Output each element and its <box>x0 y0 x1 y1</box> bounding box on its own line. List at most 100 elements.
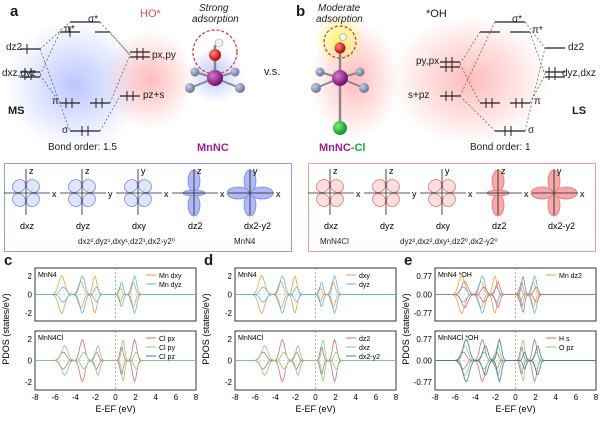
subplot-title: MnN4 *OH <box>438 272 472 279</box>
legend-label: Cl px <box>159 336 175 343</box>
orbital-label: dxz <box>20 221 35 231</box>
y-axis-label: PDOS (states/eV) <box>201 293 211 365</box>
axis-label: y <box>557 166 562 176</box>
y-tick-label: 0 <box>228 357 233 366</box>
x-tick-label: 4 <box>554 393 559 402</box>
molecule-mnnc: MnNC <box>197 142 229 154</box>
axis-label: y <box>141 166 146 176</box>
y-tick-label: -2 <box>25 378 33 387</box>
x-tick-label: -4 <box>472 393 480 402</box>
state-ms: MS <box>8 105 25 117</box>
y-tick-label: 0 <box>28 357 33 366</box>
y-tick-label: 0.00 <box>416 291 432 300</box>
axis-label: z <box>333 166 338 176</box>
orbital-label: dx2-y2 <box>548 221 575 231</box>
axis-label: x <box>580 189 585 199</box>
y-axis-label: PDOS (states/eV) <box>1 293 11 365</box>
y-tick-label: -0.77 <box>414 309 433 318</box>
bond-order-a: Bond order: 1.5 <box>48 142 117 153</box>
level-sigma-a: σ <box>62 125 69 136</box>
oxygen-atom-a <box>209 49 221 61</box>
x-tick-label: 6 <box>174 393 179 402</box>
panel-letter-e: e <box>404 252 413 269</box>
x-tick-label: -4 <box>272 393 280 402</box>
level-pxpy-a: px,py <box>152 50 176 61</box>
axis-label: x <box>220 189 225 199</box>
x-tick-label: 8 <box>394 393 399 402</box>
x-tick-label: -8 <box>231 393 239 402</box>
y-tick-label: -2 <box>225 309 233 318</box>
level-pzs-a: pz+s <box>143 90 165 101</box>
x-tick-label: -6 <box>52 393 60 402</box>
cl-atom-b <box>333 121 347 135</box>
orbital-label: dx2-y2 <box>244 221 271 231</box>
panel-letter-b: b <box>296 3 306 20</box>
level-sigma-star-a: σ* <box>88 14 99 25</box>
orbital-label: dz2 <box>492 221 507 231</box>
x-tick-label: -4 <box>72 393 80 402</box>
y-tick-label: 0 <box>28 291 33 300</box>
axis-label: x <box>164 189 169 199</box>
axis-label: y <box>445 166 450 176</box>
x-tick-label: -8 <box>31 393 39 402</box>
legend-label: Mn dyz <box>159 282 182 289</box>
axis-label: x <box>276 189 281 199</box>
legend-label: dz2 <box>359 336 370 343</box>
ho-label: HO* <box>140 8 161 20</box>
adsorption-label-b1: Moderate <box>318 3 361 14</box>
subplot-title: MnN4Cl <box>38 335 64 342</box>
x-tick-label: -2 <box>92 393 100 402</box>
x-tick-label: 0 <box>313 393 318 402</box>
mo-diagram-b <box>440 21 565 132</box>
legend-label: O pz <box>559 345 574 352</box>
orbital-box-right <box>308 163 596 252</box>
name-right: MnN4Cl <box>320 237 349 246</box>
y-tick-label: 0 <box>228 291 233 300</box>
axis-label: z <box>197 166 202 176</box>
y-tick-label: -2 <box>225 378 233 387</box>
pdos-trace <box>235 294 396 314</box>
molecule-mnnc-cl: MnNC-Cl <box>319 142 366 154</box>
level-dyzdxz-b: dyz,dxz <box>562 68 596 79</box>
y-tick-label: -0.77 <box>414 378 433 387</box>
axis-label: y <box>412 189 417 199</box>
axis-label: x <box>524 189 529 199</box>
adsorption-label-a2: adsorption <box>192 14 239 25</box>
red-glow-right-a <box>105 30 195 130</box>
level-dz2-a: dz2 <box>6 42 23 53</box>
y-tick-label: 0.77 <box>416 335 432 344</box>
orbital-label: dyz <box>380 221 395 231</box>
axis-label: z <box>85 166 90 176</box>
name-left: MnN4 <box>234 237 256 246</box>
y-tick-label: 2 <box>228 272 233 281</box>
x-tick-label: 8 <box>594 393 599 402</box>
subplot-title: MnN4 <box>38 272 57 279</box>
x-tick-label: -2 <box>492 393 500 402</box>
x-tick-label: 2 <box>533 393 538 402</box>
y-tick-label: 2 <box>28 335 33 344</box>
config-right: dyz²,dxz²,dxy¹,dz2⁰,dx2-y2⁰ <box>400 237 498 246</box>
axis-label: x <box>468 189 473 199</box>
level-pi-b: π <box>534 96 541 107</box>
hydrogen-atom-a <box>214 38 224 48</box>
subplot-title: MnN4Cl *OH <box>438 335 478 342</box>
legend-label: Cl pz <box>159 354 175 361</box>
legend-label: dxy <box>359 273 370 280</box>
adsorption-label-b2: adsorption <box>316 14 363 25</box>
oh-label: *OH <box>426 8 447 20</box>
legend-label: dxz <box>359 345 370 352</box>
x-tick-label: -8 <box>431 393 439 402</box>
config-left: dxz²,dyz¹,dxy¹,dz2¹,dx2-y2⁰ <box>78 237 176 246</box>
y-tick-label: 2 <box>28 272 33 281</box>
pdos-trace <box>435 360 596 384</box>
orbital-box-left <box>4 163 292 252</box>
